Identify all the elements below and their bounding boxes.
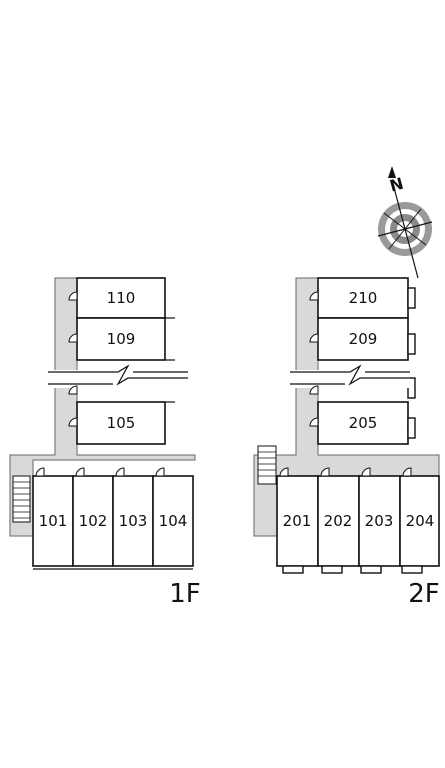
corridor-1f: [9, 277, 196, 537]
unit-label-205: 205: [349, 414, 378, 432]
unit-label-201: 201: [283, 512, 312, 530]
unit-104: [152, 475, 194, 567]
floor-1f: 110 109 105 101 102 103 104 1F: [9, 277, 201, 609]
unit-label-104: 104: [159, 512, 188, 530]
door-icon: [361, 467, 371, 477]
unit-210: [317, 277, 409, 319]
balcony-204: [401, 565, 423, 574]
unit-102: [72, 475, 114, 567]
unit-label-210: 210: [349, 289, 378, 307]
unit-label-101: 101: [39, 512, 68, 530]
unit-204: [399, 475, 440, 567]
door-icon: [35, 467, 45, 477]
door-icon: [68, 333, 78, 343]
door-icon: [309, 333, 319, 343]
unit-105: [76, 401, 166, 445]
door-icon: [279, 467, 289, 477]
floor-2f: 210 209 205 201 202 203 204 2F: [253, 277, 440, 609]
unit-label-102: 102: [79, 512, 108, 530]
floor-label-2f: 2F: [408, 579, 440, 609]
break-line-1f: [48, 364, 188, 388]
unit-label-204: 204: [406, 512, 435, 530]
door-icon: [68, 417, 78, 427]
floor-label-1f: 1F: [169, 579, 201, 609]
compass-north-letter: N: [388, 174, 406, 196]
stairs-2f-icon: [257, 445, 277, 485]
stairs-1f-icon: [12, 475, 31, 523]
unit-label-105: 105: [107, 414, 136, 432]
unit-209: [317, 317, 409, 361]
door-icon: [68, 385, 78, 395]
unit-201: [276, 475, 319, 567]
compass-rose-icon: N: [377, 166, 433, 279]
balcony-203: [360, 565, 382, 574]
unit-label-109: 109: [107, 330, 136, 348]
unit-103: [112, 475, 154, 567]
unit-202: [317, 475, 360, 567]
door-icon: [309, 417, 319, 427]
door-icon: [402, 467, 412, 477]
unit-label-203: 203: [365, 512, 394, 530]
balcony-202: [321, 565, 343, 574]
door-icon: [75, 467, 85, 477]
door-icon: [68, 291, 78, 301]
balcony-205: [407, 417, 416, 439]
unit-label-202: 202: [324, 512, 353, 530]
balcony-201: [282, 565, 304, 574]
unit-label-110: 110: [107, 289, 136, 307]
door-icon: [309, 385, 319, 395]
door-icon: [115, 467, 125, 477]
balcony-209: [407, 333, 416, 355]
break-line-2f: [290, 364, 410, 388]
door-icon: [309, 291, 319, 301]
unit-label-103: 103: [119, 512, 148, 530]
door-icon: [320, 467, 330, 477]
door-icon: [155, 467, 165, 477]
unit-label-209: 209: [349, 330, 378, 348]
unit-109: [76, 317, 166, 361]
balcony-210: [407, 287, 416, 309]
